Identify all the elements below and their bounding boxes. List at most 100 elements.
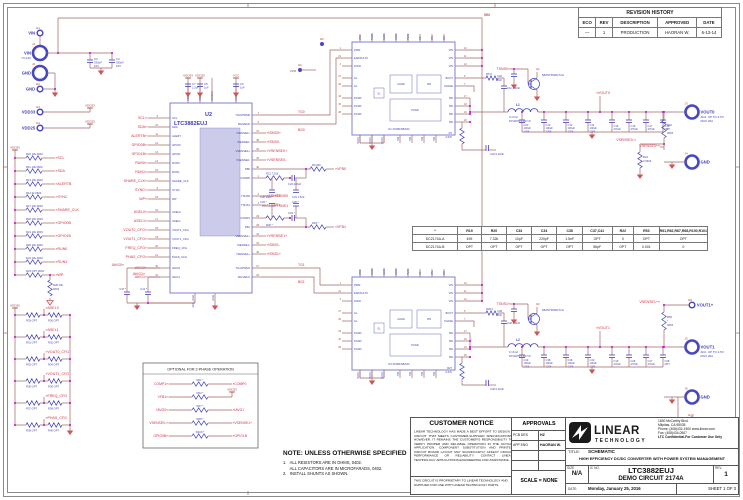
svg-text:»ISNS1+: »ISNS1+	[267, 252, 281, 256]
revision-history-table: REVISION HISTORY ECO REV DESCRIPTION APP…	[577, 7, 723, 38]
svg-text:100uF: 100uF	[568, 126, 576, 130]
svg-text:GND: GND	[22, 70, 31, 75]
svg-text:R62 *: R62 *	[197, 391, 205, 395]
svg-text:16: 16	[155, 209, 158, 212]
svg-text:EN/FAULT#: EN/FAULT#	[354, 291, 368, 295]
svg-text:R40 OPT: R40 OPT	[48, 429, 60, 433]
svg-text:U3 FDMF6820C: U3 FDMF6820C	[388, 362, 411, 366]
svg-text:SW: SW	[449, 339, 454, 343]
revision-row: — 1 PRODUCTION HAORAN W. 6-13-14	[577, 27, 723, 38]
svg-text:VCC: VCC	[359, 270, 362, 275]
svg-text:GL: GL	[354, 319, 358, 323]
svg-text:VIN: VIN	[449, 56, 453, 60]
doc-title: SCHEMATIC	[588, 449, 615, 454]
svg-text:AGND: AGND	[395, 33, 398, 40]
svg-text:GL: GL	[354, 311, 358, 315]
svg-text:10: 10	[464, 282, 467, 285]
svg-text:19: 19	[464, 111, 467, 114]
svg-text:TMON: TMON	[371, 33, 374, 40]
svg-text:SW: SW	[449, 347, 454, 351]
svg-text:PVCC: PVCC	[407, 268, 410, 275]
svg-text:FB0: FB0	[245, 167, 251, 171]
svg-text:TG0: TG0	[298, 110, 305, 114]
svg-text:FREQ_CFG: FREQ_CFG	[172, 246, 187, 250]
customer-notice-title: CUSTOMER NOTICE	[429, 420, 494, 427]
svg-text:1uF: 1uF	[240, 86, 245, 90]
svg-text:26: 26	[338, 318, 341, 321]
svg-text:C28: C28	[665, 359, 670, 363]
svg-text:11: 11	[464, 290, 467, 293]
opt-h1: R19	[457, 226, 482, 235]
svg-text:2: 2	[340, 63, 342, 66]
svg-text:VDD33: VDD33	[227, 388, 237, 392]
svg-text:0603: 0603	[667, 131, 673, 135]
svg-text:R41 10k 0603: R41 10k 0603	[26, 256, 43, 260]
svg-text:VIN: VIN	[28, 30, 35, 35]
svg-text:PGND: PGND	[354, 331, 362, 335]
opt-h3: C33	[506, 226, 532, 235]
svg-text:6: 6	[258, 121, 260, 124]
customer-notice-body: LINEAR TECHNOLOGY HAS MADE A BEST EFFORT…	[414, 430, 513, 462]
svg-text:VIN: VIN	[484, 13, 490, 17]
notes-heading: NOTE: UNLESS OTHERWISE SPECIFIED	[283, 450, 407, 457]
svg-text:BG0: BG0	[298, 128, 305, 132]
svg-text:27: 27	[338, 75, 341, 78]
svg-text:R13 10k 0603: R13 10k 0603	[26, 178, 43, 182]
svg-text:»ISNS1-: »ISNS1-	[267, 243, 281, 247]
svg-text:10nF: 10nF	[496, 78, 502, 82]
svg-text:28: 28	[256, 224, 259, 227]
rev-cell: REV. 1	[713, 465, 738, 483]
svg-text:0 0603: 0 0603	[643, 159, 652, 163]
options-row-a: DC2174A-A 499 7.32k 10pF 220pF 1.5nF OPT…	[411, 234, 709, 243]
svg-text:R26 10k 0603: R26 10k 0603	[26, 243, 43, 247]
svg-text:23: 23	[155, 196, 158, 199]
svg-text:»GPIO1B: »GPIO1B	[233, 434, 248, 438]
svg-text:E3: E3	[36, 105, 40, 109]
svg-text:R67 *: R67 *	[197, 404, 205, 408]
svg-text:SW: SW	[433, 371, 436, 376]
svg-text:0.17uH: 0.17uH	[509, 350, 518, 354]
svg-text:»ISNS0+: »ISNS0+	[267, 131, 281, 135]
svg-text:MMST3906LT1G: MMST3906LT1G	[542, 73, 565, 77]
svg-text:RUN0: RUN0	[172, 161, 180, 165]
svg-text:BG1: BG1	[298, 280, 305, 284]
svg-text:7: 7	[258, 112, 260, 115]
svg-text:»SDA: »SDA	[56, 169, 66, 173]
svg-text:5: 5	[464, 75, 466, 78]
svg-text:VIN: VIN	[443, 271, 446, 275]
svg-text:R30 OPT: R30 OPT	[48, 319, 60, 323]
svg-text:19: 19	[155, 236, 158, 239]
svg-text:GND: GND	[211, 295, 215, 301]
svg-text:11: 11	[155, 133, 158, 136]
svg-text:1: 1	[340, 282, 342, 285]
svg-text:VDD33: VDD33	[183, 74, 193, 78]
svg-text:470uF: 470uF	[648, 127, 656, 131]
svg-text:C9: C9	[240, 82, 244, 86]
svg-text:C27: C27	[648, 359, 653, 363]
svg-text:AGND: AGND	[397, 317, 405, 321]
approval-row-empty2	[512, 461, 566, 471]
svg-text:»RUN1: »RUN1	[56, 260, 68, 264]
svg-text:E10: E10	[688, 413, 694, 417]
svg-text:1206: 1206	[590, 129, 596, 133]
svg-text:18: 18	[464, 103, 467, 106]
assembly-options-table: * R19 R20 C33 C34 C35 C37,C41 R22 R53 R6…	[411, 226, 709, 251]
svg-text:C39: C39	[568, 358, 573, 362]
svg-text:R32 OPT: R32 OPT	[48, 341, 60, 345]
svg-text:ISENSE0+: ISENSE0+	[237, 131, 251, 135]
svg-text:0603: 0603	[667, 323, 673, 327]
svg-text:TSNS1: TSNS1	[241, 203, 250, 207]
svg-text:WP«: WP«	[139, 197, 147, 201]
svg-text:»TSNS1: »TSNS1	[275, 204, 289, 208]
svg-text:»VOUT0: »VOUT0	[596, 91, 610, 95]
svg-text:VIN: VIN	[427, 317, 431, 321]
svg-text:ASEL1«: ASEL1«	[134, 219, 147, 223]
svg-text:12: 12	[155, 142, 158, 145]
svg-text:J6: J6	[685, 387, 689, 391]
svg-text:COMP1: COMP1	[240, 216, 250, 220]
svg-text:IAVG0: IAVG0	[172, 266, 180, 270]
svg-text:L1: L1	[516, 103, 520, 107]
